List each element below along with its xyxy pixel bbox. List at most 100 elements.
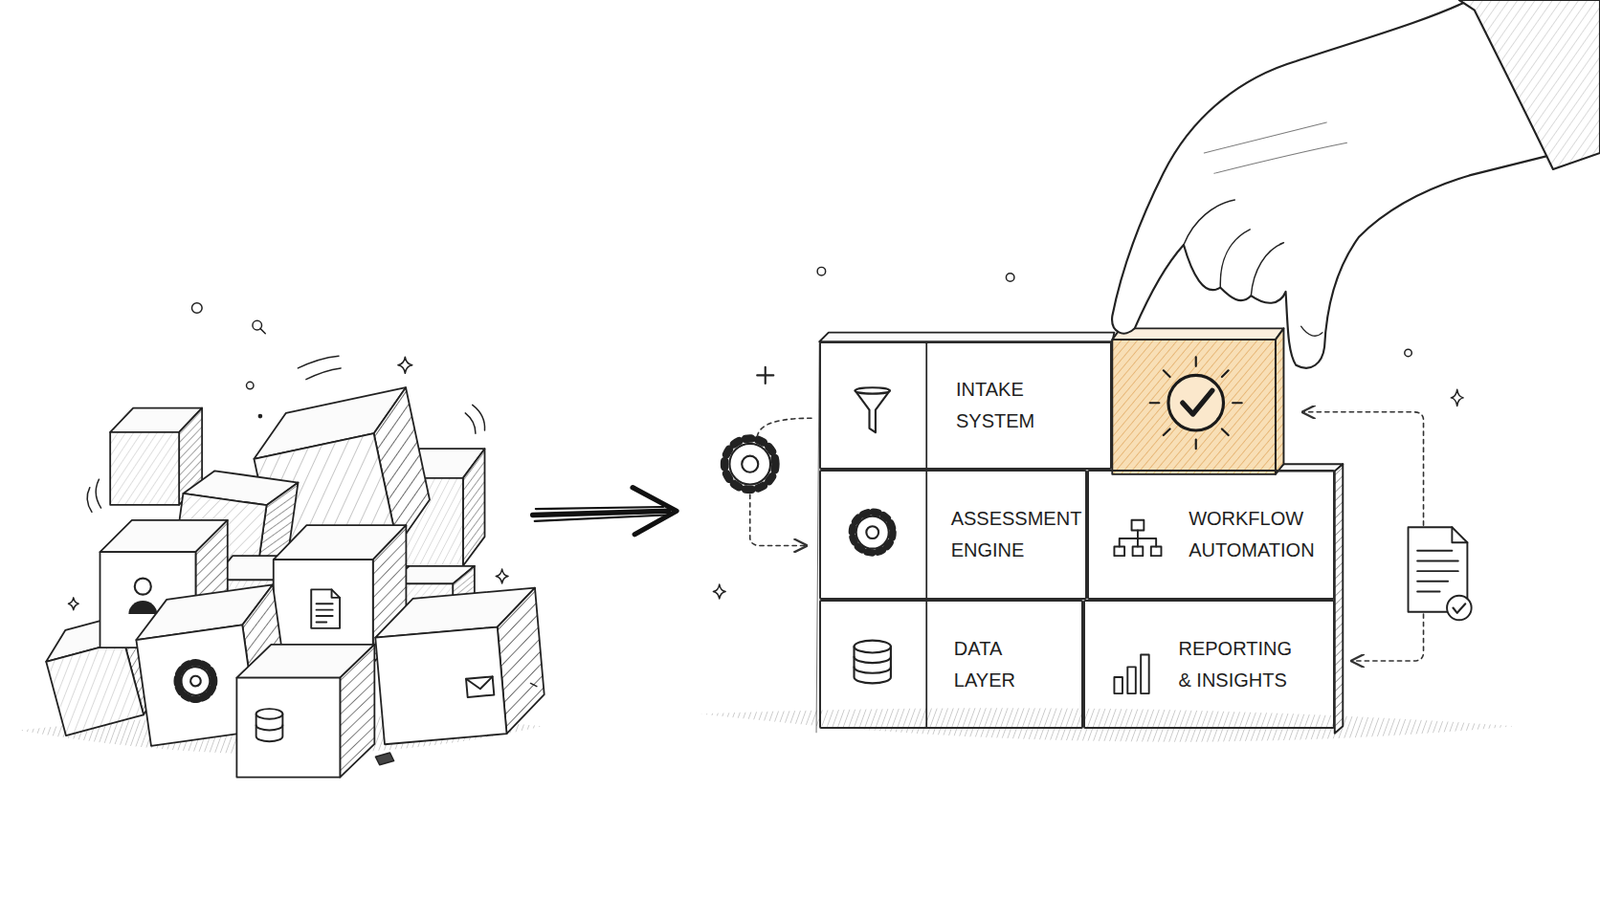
side-gear [724, 439, 776, 490]
database-icon [854, 641, 891, 654]
motion-lines [398, 356, 413, 374]
gear-icon [856, 516, 889, 550]
component-block: INTAKE SYSTEM [819, 341, 1112, 469]
motion-lines [191, 303, 202, 314]
dashed-flow-lines [1303, 412, 1424, 526]
document-icon [316, 603, 334, 623]
checkmark-icon [1182, 390, 1213, 415]
sparkles [817, 266, 826, 276]
transform-arrow [535, 507, 664, 510]
funnel-icon [855, 387, 890, 433]
gear-icon [175, 660, 217, 702]
dashed-flow-lines [756, 418, 815, 437]
ground-shadow [700, 708, 1516, 742]
bar-chart-icon [1127, 666, 1136, 694]
motion-lines [260, 328, 266, 334]
scattered-cubes [372, 588, 548, 746]
gear-icon [851, 511, 893, 554]
database-icon [256, 709, 284, 720]
database-icon [854, 641, 891, 685]
transform-arrow [534, 514, 666, 521]
envelope-icon [466, 676, 494, 698]
scattered-cubes [372, 588, 548, 746]
database-icon [854, 666, 891, 673]
document-icon [311, 589, 340, 629]
dashed-flow-lines [750, 412, 1424, 662]
block-label: INTAKE SYSTEM [955, 374, 1090, 438]
envelope-icon [466, 676, 494, 690]
illustration [18, 0, 1600, 778]
transform-arrow [533, 511, 669, 515]
org-chart-icon [1151, 547, 1162, 557]
component-block: ASSESSMENT ENGINE [819, 469, 1087, 600]
org-chart-icon [1113, 547, 1125, 557]
dashed-flow-lines [1352, 614, 1424, 662]
motion-lines [465, 413, 476, 434]
hand [1183, 200, 1235, 245]
motion-lines [258, 414, 262, 418]
bar-chart-icon [1113, 655, 1149, 695]
dashed-flow-lines [750, 494, 807, 546]
transform-arrow [632, 488, 677, 535]
sparkles [1450, 389, 1464, 406]
hand [1214, 142, 1348, 174]
hand [1301, 326, 1323, 336]
transform-arrow [533, 488, 677, 535]
gear-icon [851, 511, 893, 554]
gear-icon [866, 526, 879, 539]
checkmark-icon [1168, 375, 1224, 431]
gear-icon [179, 665, 213, 698]
sparkles [712, 584, 726, 600]
side-gear [741, 456, 758, 473]
funnel-icon [855, 390, 890, 433]
sparkles [1005, 273, 1015, 283]
checkmark-icon [1150, 356, 1243, 449]
hand [1220, 229, 1250, 289]
component-block: REPORTING & INSIGHTS [1083, 600, 1334, 730]
hand [1111, 0, 1600, 369]
org-chart-icon [1132, 520, 1145, 532]
block-stack-faces [925, 343, 928, 728]
block-label: ASSESSMENT ENGINE [951, 503, 1086, 567]
block-label: WORKFLOW AUTOMATION [1188, 503, 1323, 567]
motion-lines [472, 404, 486, 431]
motion-lines [246, 381, 254, 389]
sparkles [1404, 349, 1412, 356]
check-block [1111, 328, 1284, 340]
motion-lines [375, 753, 394, 766]
bar-chart-icon [1140, 655, 1150, 695]
person-icon [134, 578, 152, 596]
org-chart-icon [1113, 520, 1161, 556]
block-stack-faces [816, 333, 1343, 734]
gear-icon [175, 660, 217, 702]
motion-lines [87, 488, 92, 513]
check-block [1111, 339, 1276, 475]
org-chart-icon [1119, 530, 1156, 547]
document-check-icon [1451, 527, 1467, 543]
person-icon [128, 578, 157, 615]
envelope-icon [466, 676, 494, 698]
hand [1203, 122, 1327, 154]
motion-lines [95, 479, 101, 509]
motion-lines [495, 569, 509, 584]
hand [1111, 0, 1600, 369]
motion-lines [67, 598, 79, 611]
org-chart-icon [1133, 547, 1144, 557]
checkmark-icon [1150, 356, 1243, 449]
motion-lines [67, 303, 536, 766]
document-check-icon [1452, 603, 1466, 614]
database-icon [256, 709, 284, 742]
hand [1459, 0, 1600, 170]
sparkles [756, 367, 774, 384]
block-stack-faces [1334, 464, 1344, 734]
check-block [1111, 328, 1284, 474]
document-check-icon [1446, 596, 1472, 622]
bar-chart-icon [1113, 677, 1123, 694]
side-gear [729, 444, 771, 486]
hand [1250, 243, 1284, 296]
block-label: DATA LAYER [954, 633, 1050, 697]
person-icon [128, 600, 157, 615]
motion-lines [297, 355, 339, 369]
